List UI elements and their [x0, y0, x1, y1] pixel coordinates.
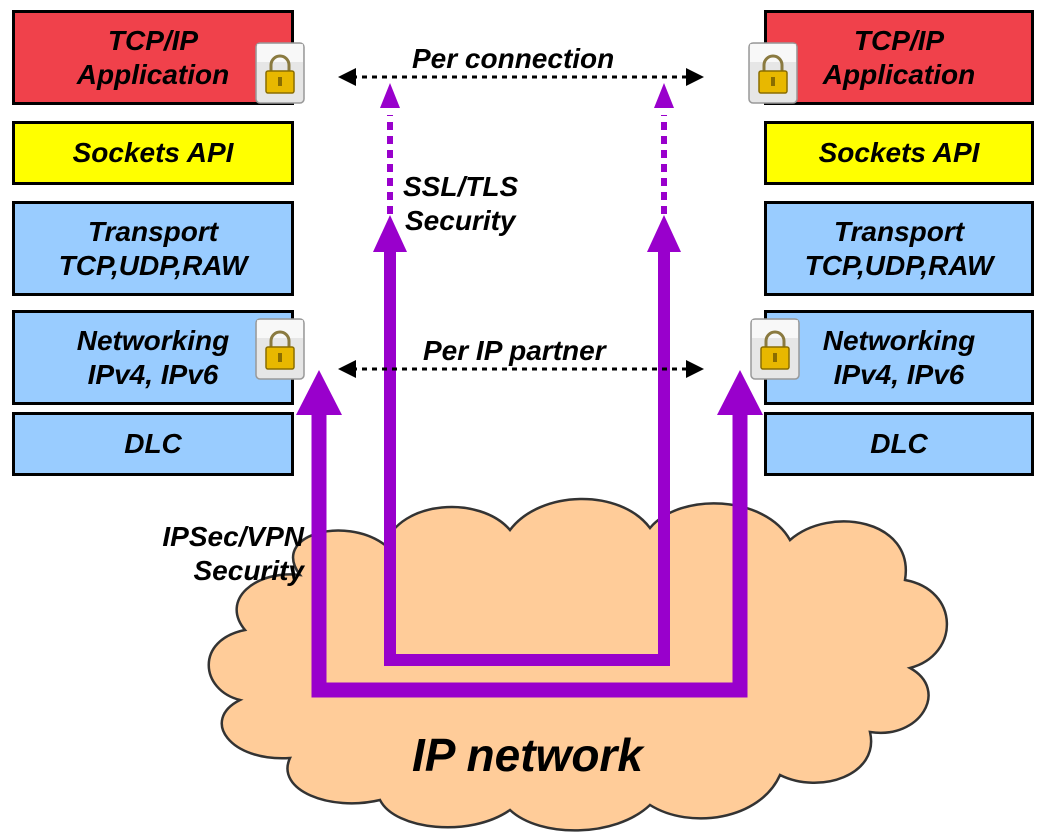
ipsec-left-arrowhead [296, 370, 342, 415]
right-application-line2: Application [822, 58, 976, 90]
left-transport-layer: Transport TCP,UDP,RAW [12, 201, 294, 296]
right-networking-layer: Networking IPv4, IPv6 [764, 310, 1034, 405]
right-transport-line2: TCP,UDP,RAW [804, 249, 994, 281]
left-dlc-layer: DLC [12, 412, 294, 476]
right-transport-layer: Transport TCP,UDP,RAW [764, 201, 1034, 296]
ipsec-path [296, 370, 763, 698]
ssl-left-dotted-arrowhead [380, 83, 400, 108]
padlock-icon [255, 318, 305, 380]
left-application-line1: TCP/IP [107, 24, 199, 56]
left-sockets-layer: Sockets API [12, 121, 294, 185]
right-sockets-layer: Sockets API [764, 121, 1034, 185]
left-networking-line2: IPv4, IPv6 [87, 358, 219, 390]
left-application-layer: TCP/IP Application [12, 10, 294, 105]
ipsec-vpn-line2: Security [193, 555, 305, 586]
ssl-tls-line1: SSL/TLS [403, 171, 519, 202]
left-transport-line2: TCP,UDP,RAW [58, 249, 248, 281]
right-transport-line1: Transport [833, 215, 965, 247]
ip-network-label: IP network [412, 729, 643, 781]
ipsec-vpn-label: IPSec/VPN Security [132, 520, 304, 588]
left-sockets-label: Sockets API [72, 137, 234, 168]
padlock-icon [255, 42, 305, 104]
per-ip-partner-arrow [338, 360, 704, 378]
right-networking-line1: Networking [822, 324, 976, 356]
left-networking-layer: Networking IPv4, IPv6 [12, 310, 294, 405]
left-application-line2: Application [76, 58, 230, 90]
right-dlc-layer: DLC [764, 412, 1034, 476]
ssl-tls-label: SSL/TLS Security [403, 170, 518, 238]
ssl-right-arrowhead [647, 215, 681, 252]
ssl-path [373, 83, 681, 666]
per-connection-label: Per connection [412, 43, 615, 74]
right-dlc-label: DLC [870, 428, 928, 459]
ssl-right-dotted-arrowhead [654, 83, 674, 108]
left-networking-line1: Networking [76, 324, 230, 356]
right-networking-line2: IPv4, IPv6 [833, 358, 965, 390]
per-connection-arrow [338, 68, 704, 86]
per-ip-partner-label: Per IP partner [423, 335, 606, 366]
ssl-left-arrowhead [373, 215, 407, 252]
right-application-line1: TCP/IP [853, 24, 945, 56]
padlock-icon [748, 42, 798, 104]
left-transport-line1: Transport [87, 215, 219, 247]
left-dlc-label: DLC [124, 428, 182, 459]
padlock-icon [750, 318, 800, 380]
right-application-layer: TCP/IP Application [764, 10, 1034, 105]
right-sockets-label: Sockets API [818, 137, 980, 168]
ipsec-vpn-line1: IPSec/VPN [162, 521, 304, 552]
ipsec-right-arrowhead [717, 370, 763, 415]
ssl-tls-line2: Security [405, 205, 516, 236]
